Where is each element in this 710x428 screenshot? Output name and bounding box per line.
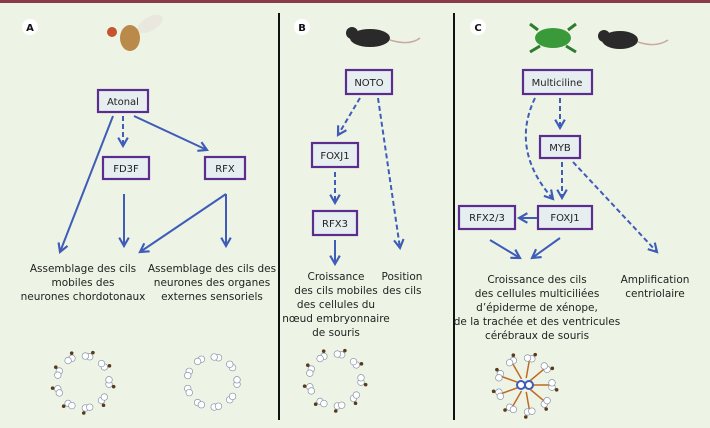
outcome-text: nœud embryonnaire xyxy=(282,313,390,325)
outcome-text: de souris xyxy=(312,327,360,339)
node-label: RFX xyxy=(215,164,235,175)
cilia-ring-image xyxy=(491,352,559,419)
arrow xyxy=(489,239,522,260)
outcome-text: cérébraux de souris xyxy=(485,330,589,342)
outcome-text: des cellules multiciliées xyxy=(475,288,600,300)
outcome-text: des cils xyxy=(382,285,421,297)
panel-b: B NOTO FOXJ1 RFX3 Croissance des cils mo… xyxy=(282,19,422,413)
fly-image xyxy=(107,14,163,51)
outcome-text: des cellules du xyxy=(297,299,375,311)
cilia-ring-image xyxy=(302,348,368,413)
outcome-text: Amplification xyxy=(621,274,690,286)
panel-label: B xyxy=(298,23,306,34)
mouse-image xyxy=(598,30,669,49)
node-label: MYB xyxy=(549,143,571,154)
outcome-text: Assemblage des cils des xyxy=(148,263,276,275)
panel-a: A Atonal FD3F RFX Assemblage des cils mo… xyxy=(21,14,276,415)
node-noto xyxy=(344,68,394,96)
arrow xyxy=(133,115,209,152)
outcome-text: mobiles des xyxy=(51,277,114,289)
cilia-ring-image xyxy=(184,353,241,411)
frog-image xyxy=(529,22,577,54)
arrow xyxy=(138,193,227,254)
dashed-arrow xyxy=(524,97,555,201)
outcome-text: d’épiderme de xénope, xyxy=(476,302,598,314)
node-rfx3 xyxy=(311,209,359,237)
node-rfx xyxy=(203,155,247,181)
panel-c: C Multiciline MYB FOXJ1 RFX2/3 Croissanc… xyxy=(454,19,690,419)
node-myb xyxy=(538,134,582,160)
node-label: Atonal xyxy=(107,97,139,108)
dashed-arrow xyxy=(336,97,361,137)
node-label: FD3F xyxy=(113,164,139,175)
outcome-text: Position xyxy=(382,271,423,283)
node-label: RFX3 xyxy=(322,219,348,230)
outcome-text: des cils mobiles xyxy=(294,285,377,297)
node-label: FOXJ1 xyxy=(550,213,579,224)
outcome-text: neurones des organes xyxy=(154,277,270,289)
outcome-text: externes sensoriels xyxy=(161,291,263,303)
node-rfx2-3 xyxy=(457,204,517,231)
node-foxj1 xyxy=(310,141,360,169)
node-foxj1 xyxy=(536,204,594,231)
dashed-arrow xyxy=(377,97,405,251)
node-multiciline xyxy=(521,68,594,96)
outcome-text: centriolaire xyxy=(625,288,684,300)
outcome-text: neurones chordotonaux xyxy=(21,291,146,303)
outcome-text: de la trachée et des ventricules xyxy=(454,316,621,328)
node-label: NOTO xyxy=(354,78,383,89)
outcome-text: Croissance xyxy=(307,271,364,283)
mouse-image xyxy=(346,27,421,47)
node-atonal xyxy=(96,88,150,114)
cilia-ring-image xyxy=(50,350,116,415)
arrow xyxy=(530,237,561,260)
panel-label: C xyxy=(474,23,481,34)
panel-label: A xyxy=(26,23,34,34)
node-label: Multiciline xyxy=(532,78,583,89)
node-label: FOXJ1 xyxy=(320,151,349,162)
node-label: RFX2/3 xyxy=(469,213,505,224)
top-rule xyxy=(0,0,710,3)
outcome-text: Croissance des cils xyxy=(487,274,586,286)
dashed-arrow xyxy=(572,161,659,254)
outcome-text: Assemblage des cils xyxy=(30,263,136,275)
node-fd3f xyxy=(101,155,151,181)
arrow xyxy=(57,115,114,255)
